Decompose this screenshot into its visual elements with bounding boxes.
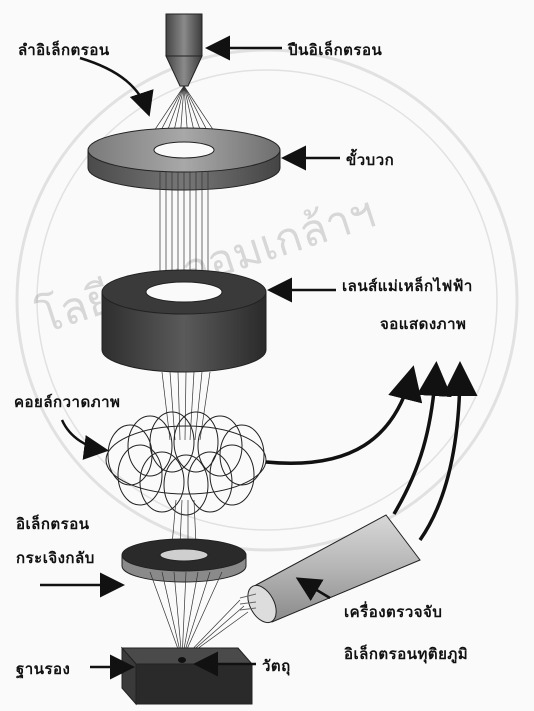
label-backscattered-1: อิเล็กตรอน bbox=[16, 512, 89, 536]
scan-coil bbox=[106, 412, 266, 515]
backscatter-detector bbox=[122, 539, 246, 582]
signal-arrows bbox=[266, 368, 460, 540]
label-electron-beam: ลำอิเล็กตรอน bbox=[18, 38, 110, 62]
stage-block bbox=[122, 648, 252, 704]
electron-gun bbox=[166, 14, 202, 86]
label-stage: ฐานรอง bbox=[16, 657, 70, 681]
magnetic-lens bbox=[102, 270, 266, 372]
label-scan-coil: คอยล์กวาดภาพ bbox=[14, 390, 120, 414]
label-secondary-detector-2: อิเล็กตรอนทุติยภูมิ bbox=[344, 642, 468, 666]
label-specimen: วัตถุ bbox=[262, 654, 291, 678]
label-secondary-detector-1: เครื่องตรวจจับ bbox=[344, 600, 442, 624]
label-electron-gun: ปืนอิเล็กตรอน bbox=[288, 38, 382, 62]
beam-lower bbox=[162, 372, 210, 440]
label-display: จอแสดงภาพ bbox=[380, 312, 466, 336]
label-anode: ขั้วบวก bbox=[346, 148, 394, 172]
specimen-dot bbox=[178, 657, 186, 663]
label-backscattered-2: กระเจิงกลับ bbox=[16, 546, 95, 570]
label-magnetic-lens: เลนส์แม่เหล็กไฟฟ้า bbox=[342, 274, 473, 298]
watermark-seal bbox=[17, 50, 517, 550]
beam-focus bbox=[150, 572, 248, 660]
